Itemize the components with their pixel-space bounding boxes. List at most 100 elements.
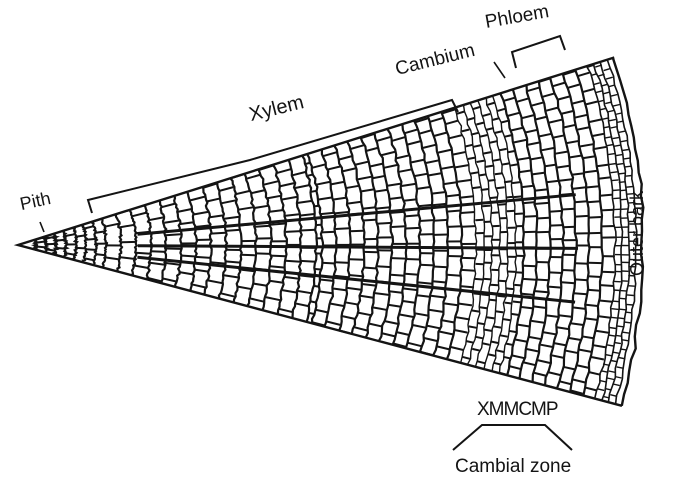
radial-cell-wall (575, 115, 588, 118)
radial-cell-wall (486, 166, 494, 167)
radial-cell-wall (477, 323, 485, 324)
radial-cell-wall (600, 195, 613, 196)
radial-cell-wall (541, 345, 554, 347)
radial-cell-wall (514, 140, 527, 143)
radial-cell-wall (196, 257, 211, 258)
radial-cell-wall (474, 145, 482, 147)
zone-code-label: XMMCMP (477, 400, 558, 419)
radial-cell-wall (532, 173, 545, 175)
radial-cell-wall (404, 289, 418, 291)
radial-cell-wall (471, 310, 479, 311)
radial-cell-wall (482, 114, 490, 116)
radial-cell-wall (389, 197, 403, 199)
radial-cell-wall (482, 343, 490, 345)
radial-cell-wall (466, 341, 474, 343)
radial-cell-wall (575, 279, 588, 280)
radial-cell-wall (391, 275, 405, 276)
radial-cell-wall (495, 311, 503, 312)
radial-cell-wall (331, 304, 345, 307)
radial-cell-wall (588, 276, 601, 277)
radial-cell-wall (623, 332, 630, 333)
radial-cell-wall (524, 362, 537, 365)
cambial-zone-bracket (453, 425, 572, 450)
radial-cell-wall (454, 330, 468, 333)
radial-cell-wall (104, 224, 119, 227)
radial-cell-wall (622, 150, 629, 151)
radial-cell-wall (470, 172, 478, 173)
radial-cell-wall (282, 197, 297, 200)
radial-cell-wall (539, 134, 552, 137)
radial-cell-wall (618, 173, 625, 174)
radial-cell-wall (358, 177, 372, 180)
radial-cell-wall (219, 187, 233, 191)
radial-cell-wall (549, 211, 562, 212)
radial-cell-wall (419, 220, 433, 221)
radial-cell-wall (493, 159, 501, 160)
radial-cell-wall (522, 202, 535, 203)
radial-cell-wall (461, 212, 475, 213)
radial-cell-wall (574, 201, 587, 202)
radial-cell-wall (269, 210, 284, 212)
radial-cell-wall (483, 279, 491, 280)
radial-cell-wall (308, 174, 314, 175)
radial-cell-wall (617, 326, 624, 327)
radial-cell-wall (417, 295, 431, 297)
radial-cell-wall (322, 232, 336, 233)
radial-cell-wall (349, 275, 363, 276)
radial-cell-wall (499, 149, 507, 151)
radial-cell-wall (494, 363, 502, 365)
radial-cell-wall (165, 263, 180, 265)
radial-cell-wall (548, 372, 561, 375)
radial-cell-wall (334, 212, 348, 213)
radial-cell-wall (426, 326, 440, 329)
radial-cell-wall (333, 198, 347, 200)
tangential-cell-wall (539, 81, 564, 385)
radial-cell-wall (180, 222, 195, 224)
radial-cell-wall (503, 357, 511, 359)
radial-cell-wall (564, 125, 577, 128)
radial-cell-wall (546, 181, 559, 183)
radial-cell-wall (467, 118, 475, 120)
radial-cell-wall (550, 225, 563, 226)
radial-cell-wall (460, 286, 474, 287)
radial-cell-wall (208, 280, 223, 283)
radial-cell-wall (482, 206, 490, 207)
radial-cell-wall (267, 196, 282, 199)
radial-cell-wall (350, 259, 364, 260)
radial-cell-wall (580, 144, 593, 146)
radial-cell-wall (387, 305, 401, 307)
radial-cell-wall (460, 196, 474, 198)
radial-cell-wall (190, 197, 205, 201)
radial-cell-wall (609, 119, 616, 120)
radial-cell-wall (472, 107, 480, 109)
radial-cell-wall (613, 198, 620, 199)
radial-cell-wall (150, 263, 165, 265)
radial-cell-wall (429, 310, 443, 312)
radial-cell-wall (563, 367, 576, 370)
radial-cell-wall (611, 317, 618, 318)
radial-cell-wall (507, 211, 515, 212)
radial-cell-wall (462, 130, 470, 132)
radial-cell-wall (475, 337, 483, 339)
radial-cell-wall (523, 279, 536, 280)
radial-cell-wall (372, 176, 386, 179)
radial-cell-wall (619, 182, 626, 183)
radial-cell-wall (476, 123, 484, 125)
radial-cell-wall (396, 155, 410, 158)
radial-cell-wall (441, 320, 455, 323)
radial-cell-wall (320, 213, 334, 214)
radial-cell-wall (253, 206, 268, 208)
radial-cell-wall (412, 325, 426, 328)
radial-cell-wall (613, 384, 620, 386)
radial-cell-wall (36, 247, 46, 248)
radial-cell-wall (498, 204, 506, 205)
radial-cell-wall (484, 330, 492, 331)
radial-cell-wall (506, 197, 514, 198)
radial-cell-wall (584, 171, 597, 173)
tangential-cell-wall (160, 201, 167, 284)
radial-cell-wall (613, 190, 620, 191)
radial-cell-wall (300, 214, 315, 216)
radial-cell-wall (568, 338, 581, 340)
radial-cell-wall (584, 318, 597, 320)
radial-cell-wall (381, 152, 395, 155)
